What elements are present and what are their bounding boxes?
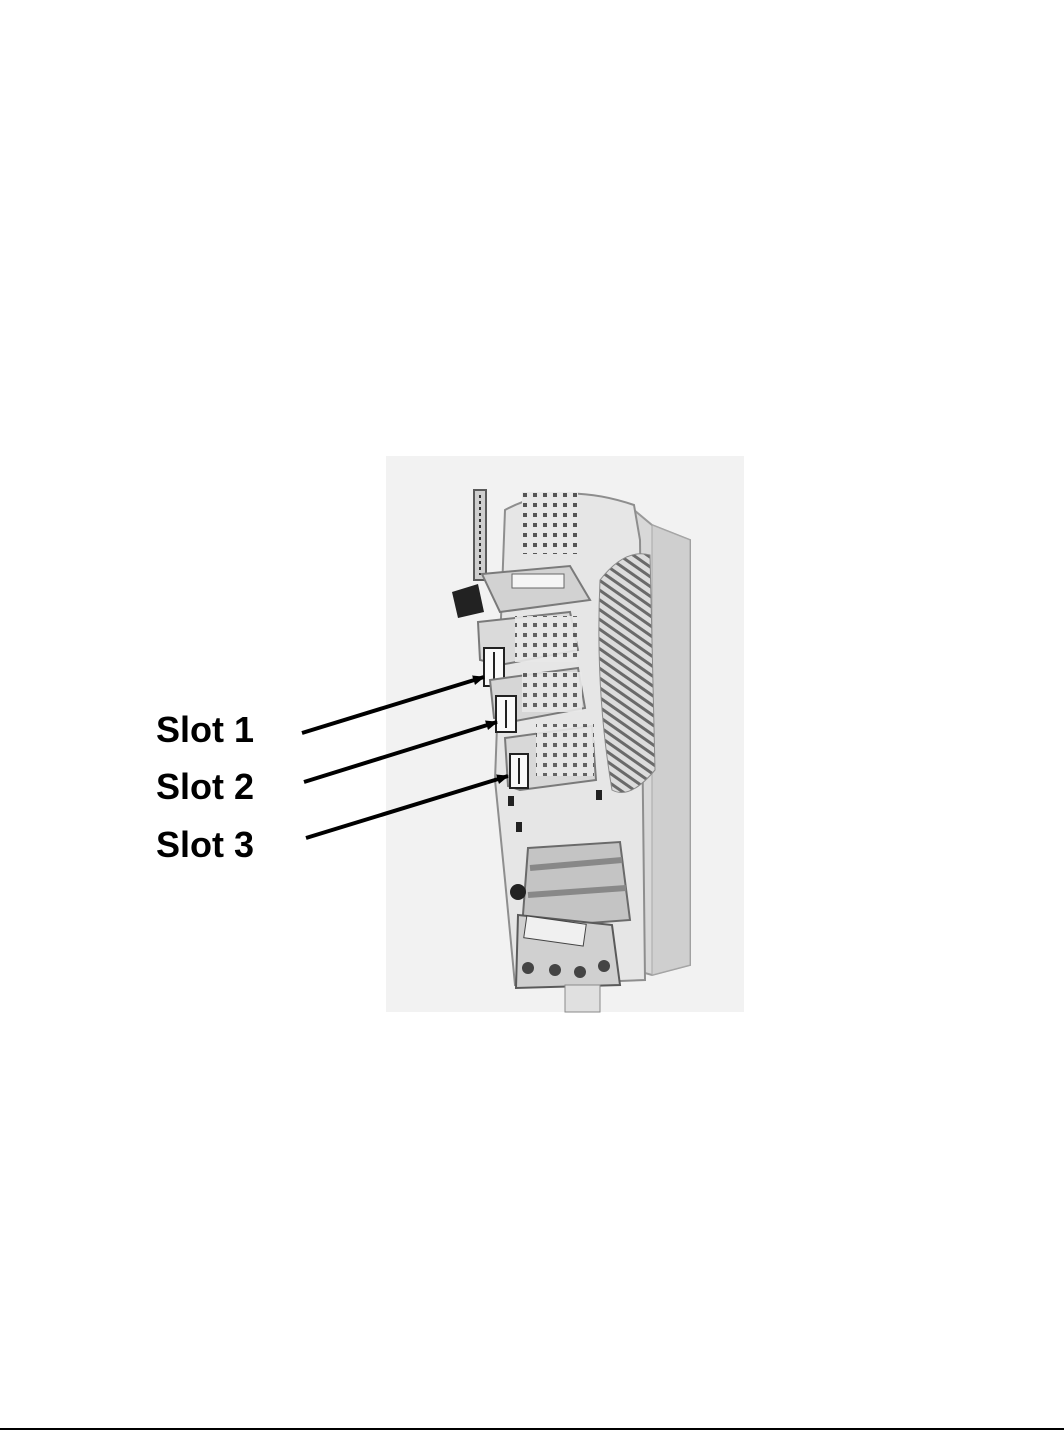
body-clip xyxy=(516,822,522,832)
terminal-compartment xyxy=(522,842,630,928)
side-panel-inner xyxy=(652,525,690,975)
slot-1-label: Slot 1 xyxy=(156,710,254,750)
top-vent xyxy=(522,492,578,554)
page-footer-rule xyxy=(0,1428,1064,1430)
earth-screw xyxy=(510,884,526,900)
keypad-display xyxy=(512,574,564,588)
terminal-screw xyxy=(574,966,586,978)
bottom-gland xyxy=(565,985,600,1012)
body-clip xyxy=(596,790,602,800)
slot-3-vent xyxy=(536,724,594,776)
side-grille xyxy=(599,554,655,793)
terminal-screw xyxy=(522,962,534,974)
slot-3-label: Slot 3 xyxy=(156,825,254,865)
slot-2-vent xyxy=(522,672,582,712)
terminal-screw xyxy=(549,964,561,976)
terminal-screw xyxy=(598,960,610,972)
body-clip xyxy=(508,796,514,806)
slot-2-label: Slot 2 xyxy=(156,767,254,807)
slot-1-vent xyxy=(515,616,577,662)
